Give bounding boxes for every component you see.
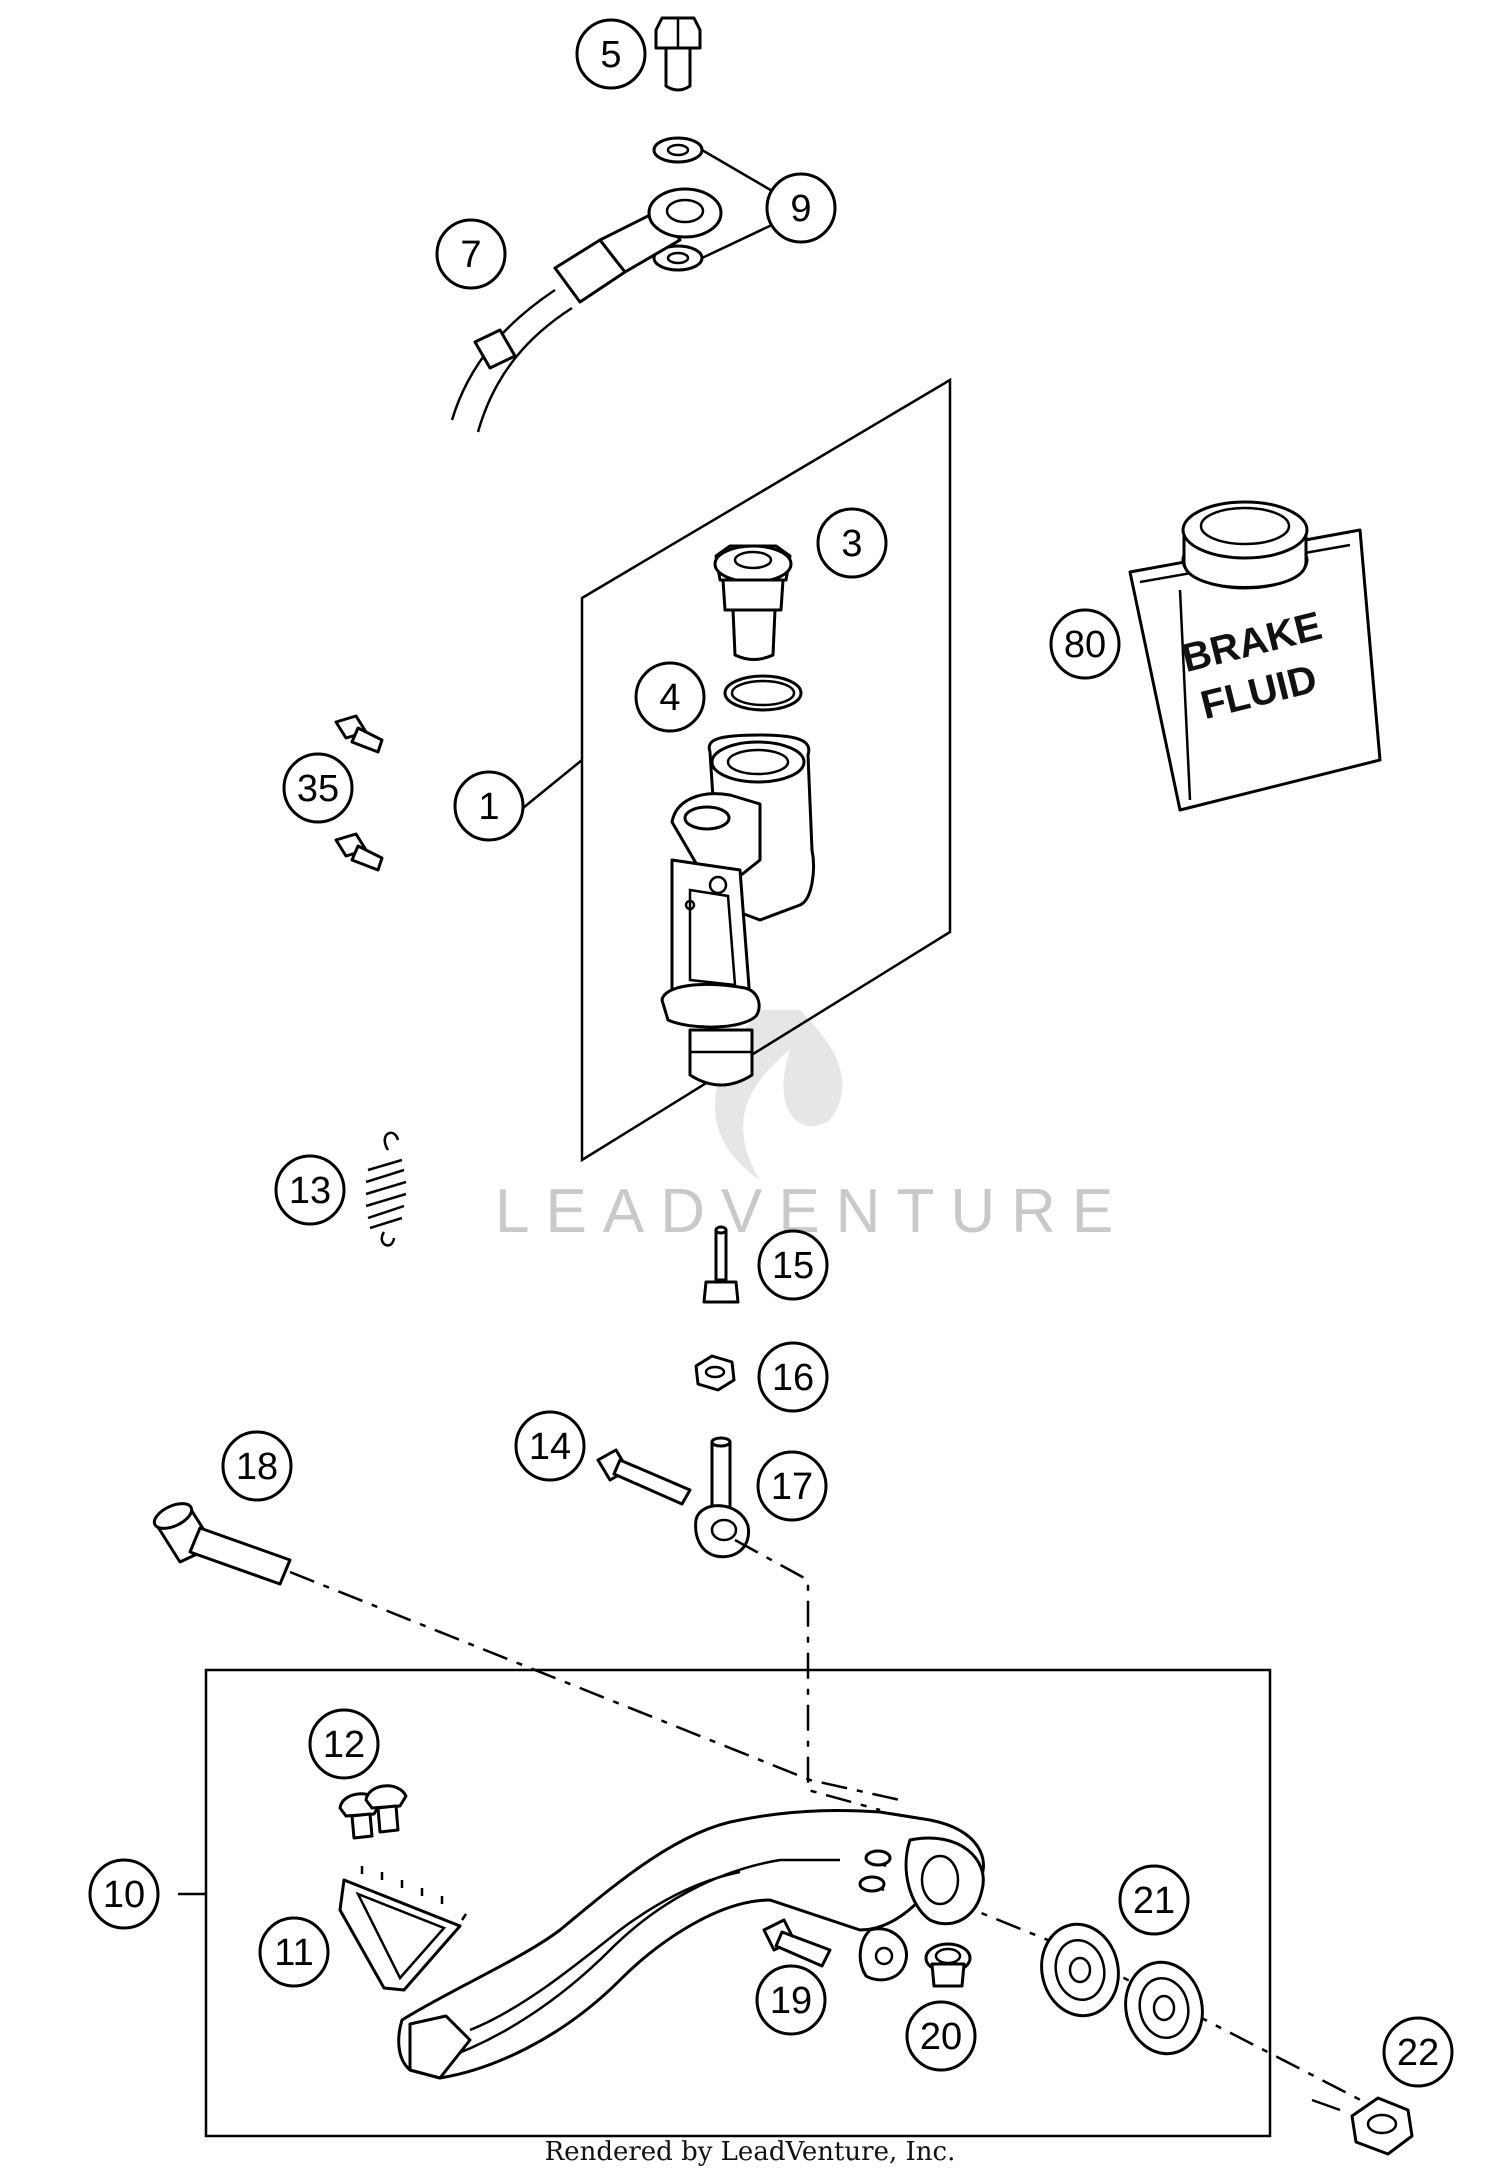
flange-nut-part — [1350, 2096, 1414, 2156]
callout-label: 20 — [920, 2016, 962, 2058]
callout-1: 1 — [453, 770, 525, 842]
callout-label: 9 — [790, 188, 811, 230]
spring-part — [365, 1131, 407, 1247]
bolt-parts — [334, 714, 384, 872]
callout-11: 11 — [258, 1916, 330, 1988]
pivot-bolt-part — [152, 1502, 292, 1586]
clevis-bolt-part — [596, 1448, 692, 1506]
callout-label: 21 — [1133, 1880, 1175, 1922]
push-rod-part — [702, 1225, 740, 1304]
callout-21: 21 — [1118, 1864, 1190, 1936]
callout-label: 18 — [236, 1446, 278, 1488]
callout-label: 11 — [274, 1932, 313, 1974]
callout-label: 17 — [771, 1466, 813, 1508]
callout-80: 80 — [1049, 608, 1121, 680]
callout-7: 7 — [435, 218, 507, 290]
callout-4: 4 — [634, 661, 706, 733]
callout-10: 10 — [88, 1858, 160, 1930]
callout-17: 17 — [756, 1450, 828, 1522]
master-cylinder-box — [580, 377, 952, 1163]
callout-19: 19 — [755, 1964, 827, 2036]
banjo-bolt-part — [654, 16, 702, 92]
callout-label: 7 — [460, 234, 481, 276]
master-cylinder-part — [660, 733, 815, 1087]
clevis-part — [694, 1436, 751, 1559]
brake-hose-part — [450, 187, 723, 433]
callout-label: 3 — [841, 523, 862, 565]
brake-fluid-can: BRAKE FLUID — [1128, 500, 1382, 812]
callout-12: 12 — [308, 1708, 380, 1780]
callout-3: 3 — [816, 507, 888, 579]
callout-5: 5 — [575, 18, 647, 90]
washer-parts — [652, 136, 704, 272]
callout-label: 35 — [297, 768, 339, 810]
callout-13: 13 — [274, 1154, 346, 1226]
callout-15: 15 — [757, 1229, 829, 1301]
bearing-parts — [1040, 1922, 1204, 2056]
callout-label: 1 — [478, 786, 499, 828]
callout-22: 22 — [1382, 2016, 1454, 2088]
nut-part — [694, 1354, 736, 1392]
reservoir-cap-part — [713, 544, 793, 661]
pedal-bolt-part — [762, 1918, 832, 1968]
callout-label: 15 — [772, 1245, 814, 1287]
callout-label: 16 — [772, 1357, 814, 1399]
callout-16: 16 — [757, 1341, 829, 1413]
callout-label: 4 — [659, 677, 680, 719]
callout-label: 12 — [323, 1724, 365, 1766]
footer-credit: Rendered by LeadVenture, Inc. — [545, 2137, 956, 2167]
callout-label: 19 — [770, 1980, 812, 2022]
o-ring-part — [723, 674, 803, 712]
callout-label: 14 — [529, 1426, 571, 1468]
step-plate-part — [338, 1866, 468, 1992]
callout-label: 80 — [1064, 624, 1106, 666]
callout-20: 20 — [905, 2000, 977, 2072]
brake-pedal-part — [397, 1809, 985, 2080]
callout-18: 18 — [221, 1430, 293, 1502]
callout-35: 35 — [282, 752, 354, 824]
watermark: LEADVENTURE — [495, 1010, 1113, 1246]
callout-label: 22 — [1397, 2032, 1439, 2074]
callout-9: 9 — [765, 172, 837, 244]
assembly-axis-pivot — [289, 1570, 901, 1802]
bushing-part — [924, 1942, 972, 1988]
assembly-axis-clevis — [734, 1538, 881, 1812]
leader-lines — [178, 148, 1341, 2112]
callout-label: 10 — [103, 1874, 145, 1916]
callout-14: 14 — [514, 1410, 586, 1482]
callout-label: 5 — [600, 34, 621, 76]
screw-parts — [338, 1784, 408, 1840]
brake-pedal-box — [204, 1668, 1272, 2138]
callout-label: 13 — [289, 1170, 331, 1212]
